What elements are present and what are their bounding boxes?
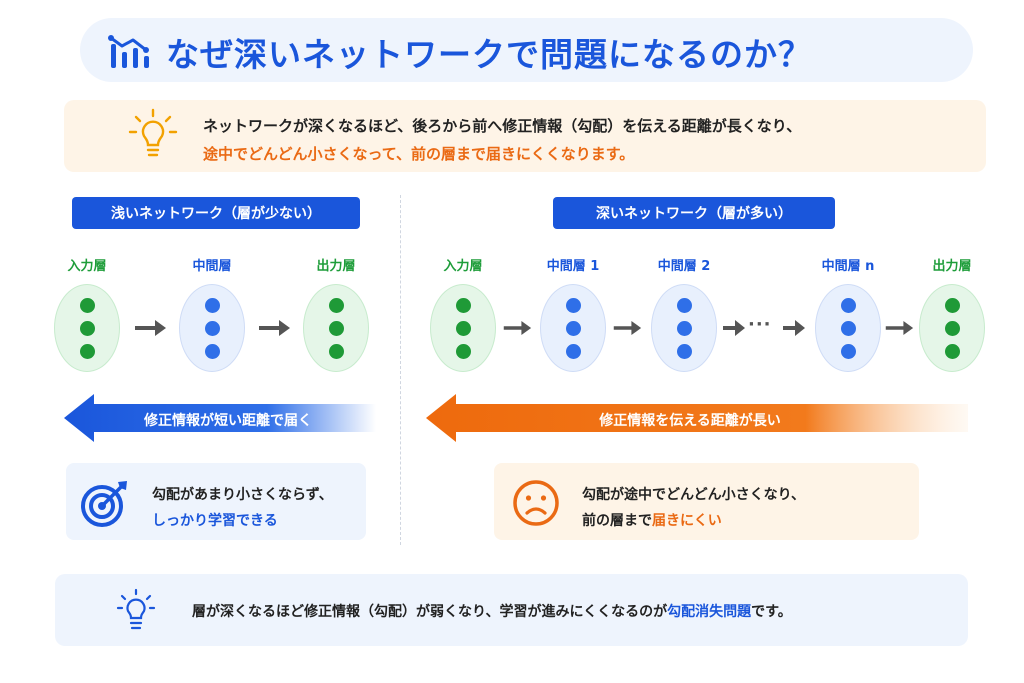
deep-arrow-label: 修正情報を伝える距離が長い <box>599 413 781 429</box>
shallow-result-card <box>66 463 366 540</box>
deep-hiddenn-node <box>815 284 881 372</box>
deep-output-label: 出力層 <box>932 259 972 274</box>
deep-hidden2-node <box>651 284 717 372</box>
ellipsis: ··· <box>748 314 772 335</box>
deep-output-node <box>919 284 985 372</box>
shallow-input-node <box>54 284 120 372</box>
deep-result-card <box>494 463 919 540</box>
sad-face-icon <box>513 480 559 526</box>
target-icon <box>81 481 127 527</box>
intro-card <box>64 100 986 172</box>
arrow-right-icon <box>885 320 914 336</box>
summary-text: 層が深くなるほど修正情報（勾配）が弱くなり、学習が進みにくくなるのが勾配消失問題… <box>192 604 792 620</box>
shallow-gradient-arrow <box>64 394 376 442</box>
arrow-right-icon <box>723 320 745 336</box>
deep-input-node <box>430 284 496 372</box>
title-banner <box>80 18 973 82</box>
deep-hidden1-node <box>540 284 606 372</box>
page-title: なぜ深いネットワークで問題になるのか？ <box>166 35 812 74</box>
deep-gradient-arrow <box>426 394 968 442</box>
lightbulb-icon <box>128 108 178 157</box>
deep-input-label: 入力層 <box>443 259 483 274</box>
shallow-result-line1: 勾配があまり小さくならず、 <box>152 487 333 503</box>
deep-hidden1-label: 中間層 1 <box>546 259 600 274</box>
arrow-right-icon <box>783 320 805 336</box>
arrow-right-icon <box>503 320 532 336</box>
arrow-right-icon <box>135 320 166 336</box>
deep-hidden2-label: 中間層 2 <box>657 259 711 274</box>
intro-text-line2: 途中でどんどん小さくなって、前の層まで届きにくくなります。 <box>203 145 635 163</box>
shallow-input-label: 入力層 <box>67 259 107 274</box>
summary-card <box>55 574 968 646</box>
deep-hiddenn-label: 中間層 n <box>821 259 875 274</box>
deep-result-line2: 前の層まで届きにくい <box>582 513 722 529</box>
shallow-hidden-node <box>179 284 245 372</box>
bar-chart-icon <box>108 35 149 68</box>
section-divider <box>400 195 401 545</box>
shallow-arrow-label: 修正情報が短い距離で届く <box>144 413 312 429</box>
shallow-result-line2: しっかり学習できる <box>152 513 278 529</box>
deep-result-line1: 勾配が途中でどんどん小さくなり、 <box>582 487 806 503</box>
deep-network-tag: 深いネットワーク（層が多い） <box>553 197 835 229</box>
shallow-hidden-label: 中間層 <box>192 259 232 274</box>
shallow-output-label: 出力層 <box>316 259 356 274</box>
intro-text-line1: ネットワークが深くなるほど、後ろから前へ修正情報（勾配）を伝える距離が長くなり、 <box>203 117 802 135</box>
shallow-output-node <box>303 284 369 372</box>
lightbulb-icon <box>116 588 156 630</box>
shallow-network-tag: 浅いネットワーク（層が少ない） <box>72 197 360 229</box>
arrow-right-icon <box>613 320 642 336</box>
arrow-right-icon <box>259 320 290 336</box>
